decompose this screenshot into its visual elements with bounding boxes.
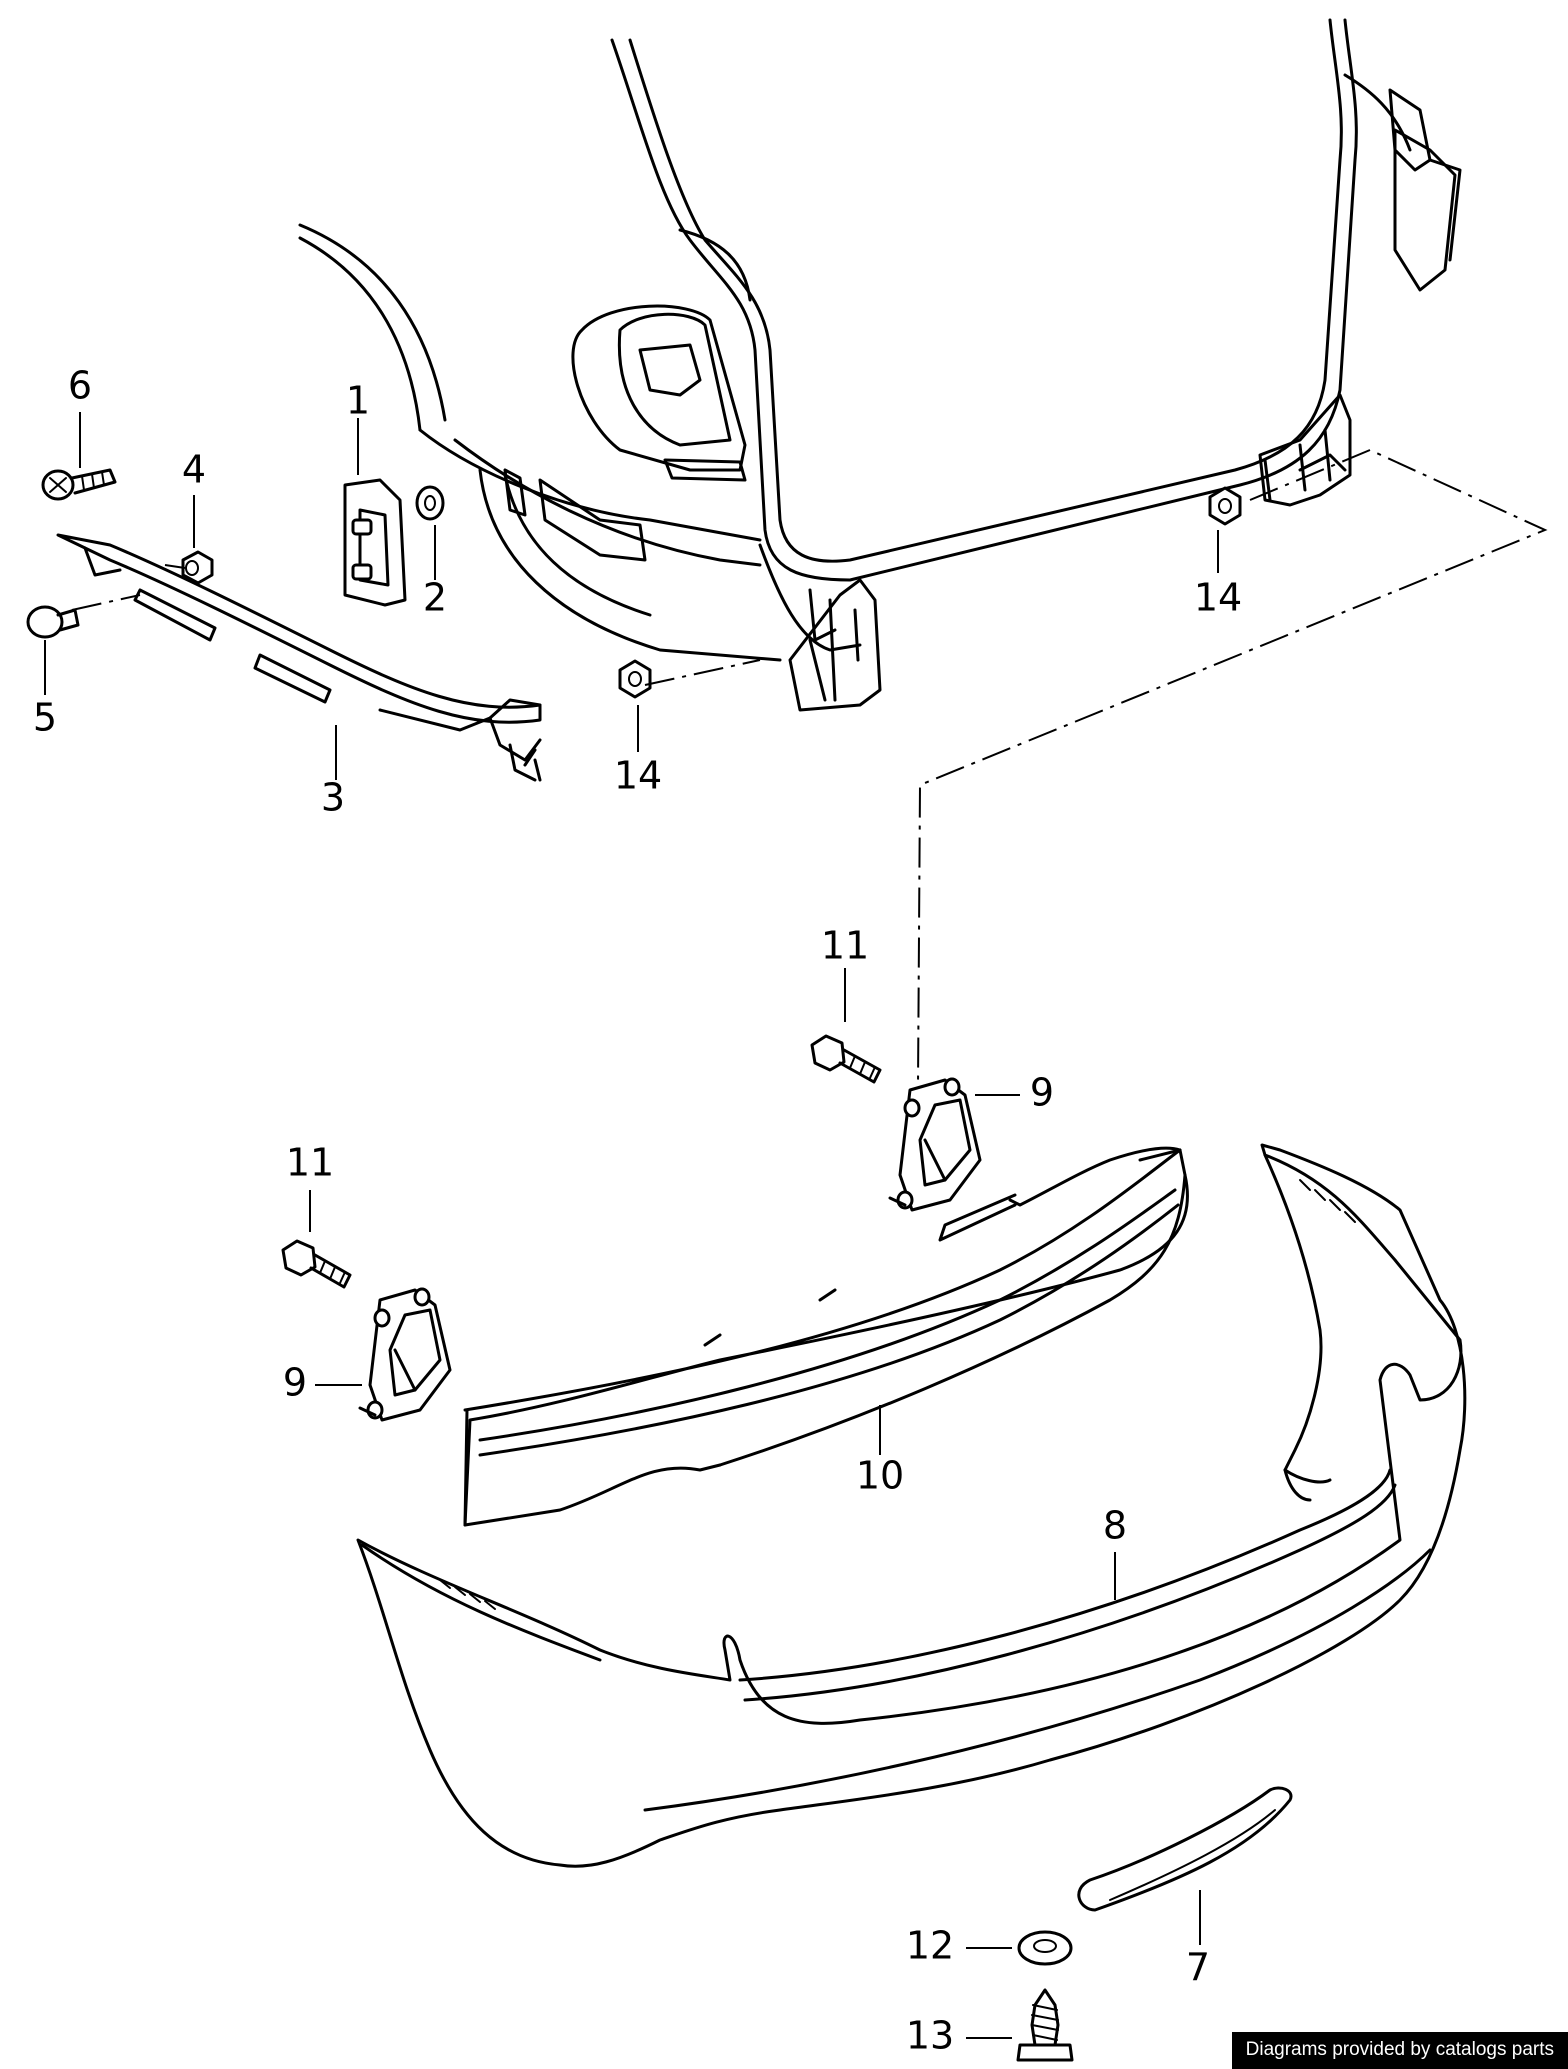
callout-13: 13 (906, 2014, 954, 2058)
callout-2: 2 (423, 576, 447, 620)
callout-5: 5 (33, 696, 57, 740)
part-13-screw (1016, 1988, 1074, 2062)
part-12-washer (1017, 1930, 1073, 1966)
part-14-nut-left (618, 659, 652, 699)
part-9-bracket-lower (358, 1287, 452, 1422)
part-2-washer (415, 485, 445, 521)
callout-4: 4 (182, 448, 206, 492)
part-6-screw (41, 468, 117, 501)
diagram-credit: Diagrams provided by catalogs parts (1231, 2032, 1568, 2069)
part-14-nut-right (1208, 486, 1242, 526)
part-8-bumper-cover (356, 1143, 1467, 1868)
callout-7: 7 (1186, 1946, 1210, 1990)
callout-11-lower: 11 (286, 1141, 334, 1185)
callout-12: 12 (906, 1924, 954, 1968)
callout-3: 3 (321, 776, 345, 820)
callout-8: 8 (1103, 1504, 1127, 1548)
callout-9-upper: 9 (1030, 1071, 1054, 1115)
part-11-bolt-lower (281, 1239, 352, 1289)
assembly-lines (71, 448, 1548, 1086)
callout-14-right: 14 (1194, 576, 1242, 620)
callout-1: 1 (346, 379, 370, 423)
callout-14-left: 14 (614, 754, 662, 798)
part-10-impact-absorber (463, 1146, 1189, 1527)
part-7-trim-strip (1077, 1786, 1293, 1912)
part-5-clip (26, 605, 80, 639)
part-9-bracket-upper (888, 1077, 982, 1212)
car-rear-body (298, 18, 1462, 712)
part-3-bracket-strip (56, 533, 542, 782)
callout-9-lower: 9 (283, 1361, 307, 1405)
part-4-nut (181, 550, 214, 585)
part-1-guide-clip (343, 478, 407, 607)
part-11-bolt-upper (810, 1034, 882, 1084)
callout-10: 10 (856, 1454, 904, 1498)
callout-6: 6 (68, 364, 92, 408)
callouts: 1 2 3 4 5 6 7 8 9 9 10 11 11 (33, 364, 1242, 2058)
callout-11-upper: 11 (821, 924, 869, 968)
